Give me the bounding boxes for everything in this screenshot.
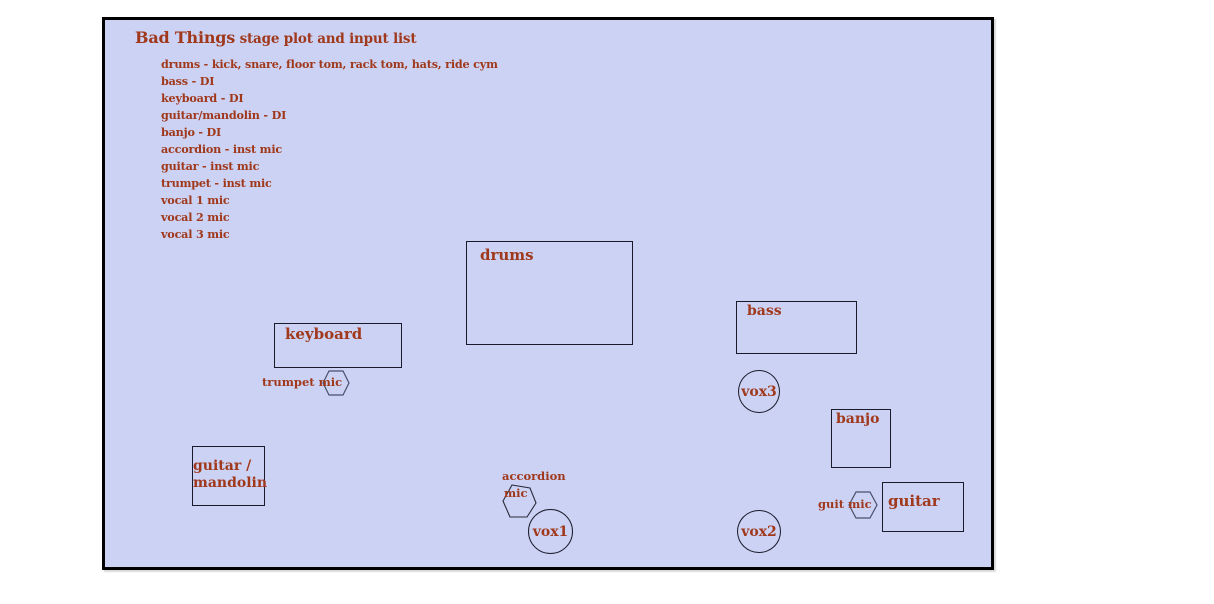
input-item-accordion: accordion - inst mic <box>161 142 282 156</box>
guitar-mandolin-label-line2: mandolin <box>193 475 268 491</box>
vox2-label: vox2 <box>741 523 777 540</box>
accordion-mic-label-line1: accordion <box>502 469 566 483</box>
keyboard-position: keyboard <box>274 323 402 368</box>
stage-plot: Bad Things stage plot and input list dru… <box>102 17 994 570</box>
input-item-vocal-1: vocal 1 mic <box>161 193 230 207</box>
page-title: Bad Things stage plot and input list <box>135 28 417 47</box>
vox1-label: vox1 <box>532 523 569 540</box>
trumpet-mic-icon <box>322 370 350 396</box>
drums-label: drums <box>480 246 534 264</box>
trumpet-mic-label: trumpet mic <box>262 375 343 389</box>
input-item-banjo: banjo - DI <box>161 125 222 139</box>
keyboard-label: keyboard <box>285 325 363 343</box>
guitar-mic-label: guit mic <box>818 497 872 511</box>
input-item-keyboard: keyboard - DI <box>161 91 244 105</box>
banjo-label: banjo <box>836 411 880 427</box>
guitar-mandolin-label-line1: guitar / <box>193 458 252 474</box>
guitar-mandolin-position: guitar / mandolin <box>192 446 268 506</box>
vox3-label: vox3 <box>741 383 777 400</box>
vox2-mic: vox2 <box>737 510 781 553</box>
input-item-vocal-2: vocal 2 mic <box>161 210 230 224</box>
bass-position: bass <box>736 301 857 354</box>
accordion-mic-icon <box>502 484 537 518</box>
input-item-vocal-3: vocal 3 mic <box>161 227 230 241</box>
input-list: drums - kick, snare, floor tom, rack tom… <box>161 56 498 243</box>
drums-position: drums <box>466 241 633 345</box>
bass-label: bass <box>747 303 782 319</box>
vox1-mic: vox1 <box>528 509 573 554</box>
input-item-trumpet: trumpet - inst mic <box>161 176 272 190</box>
title-rest: stage plot and input list <box>239 31 417 47</box>
input-item-guitar-mandolin: guitar/mandolin - DI <box>161 108 287 122</box>
banjo-position: banjo <box>831 409 891 468</box>
input-item-bass: bass - DI <box>161 74 215 88</box>
guitar-label: guitar <box>888 492 940 510</box>
band-name: Bad Things <box>135 28 236 47</box>
input-item-drums: drums - kick, snare, floor tom, rack tom… <box>161 57 498 71</box>
guitar-position: guitar <box>882 482 964 532</box>
vox3-mic: vox3 <box>738 370 780 413</box>
guitar-mic-icon <box>848 491 878 519</box>
accordion-mic-label-line2: mic <box>504 486 528 500</box>
input-item-guitar: guitar - inst mic <box>161 159 260 173</box>
